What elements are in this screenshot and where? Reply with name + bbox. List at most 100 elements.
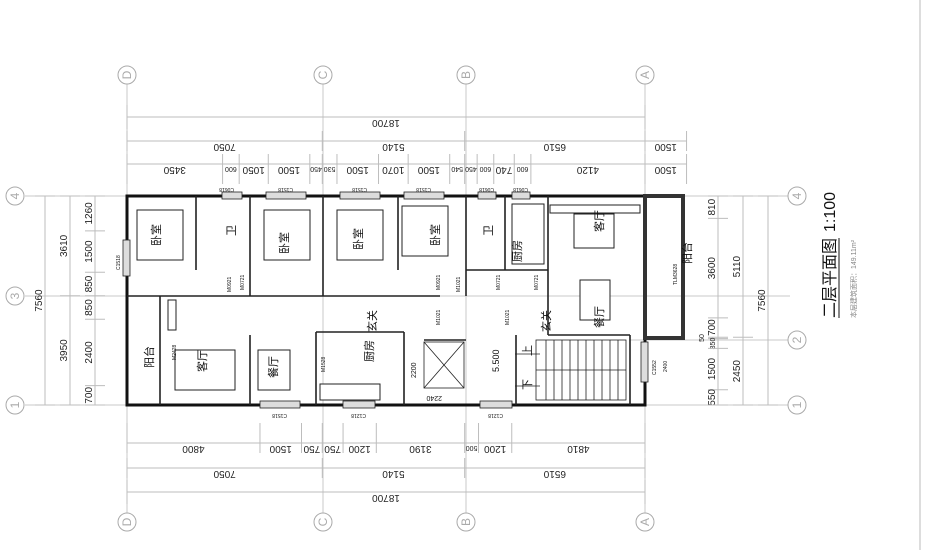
title-scale: 1:100 <box>822 192 839 232</box>
axis-3-left: 3 <box>5 286 25 306</box>
elevation-mark: 5.500 <box>491 349 501 372</box>
svg-text:2240: 2240 <box>426 394 442 401</box>
left-detail-dim-value: 1260 <box>84 202 95 225</box>
top-detail-dim-value: 530 <box>324 165 336 172</box>
axis-c-bottom: C <box>313 512 333 532</box>
room-kitchen: 厨房 <box>363 340 376 362</box>
room-foyer: 玄关 <box>365 310 379 332</box>
svg-text:M2428: M2428 <box>172 344 178 360</box>
bed <box>136 209 184 261</box>
svg-text:D: D <box>120 70 134 79</box>
axis-2-right: 2 <box>787 330 807 350</box>
svg-text:M0921: M0921 <box>436 274 442 290</box>
axis-4-right: 4 <box>787 186 807 206</box>
svg-text:M1021: M1021 <box>436 309 442 325</box>
top-detail-dim-value: 600 <box>225 165 237 172</box>
left-detail-dim-value: 850 <box>84 275 95 292</box>
room-dining: 餐厅 <box>266 356 280 378</box>
room-bedroom: 卧室 <box>428 224 442 246</box>
room-bath: 卫 <box>226 225 238 236</box>
bottom-total-dim-value: 18700 <box>372 492 400 503</box>
svg-text:M0721: M0721 <box>240 274 246 290</box>
top-detail-dim-value: 540 <box>451 165 463 172</box>
svg-text:4: 4 <box>8 192 22 199</box>
svg-text:C1518: C1518 <box>352 186 367 192</box>
axis-d-top: D <box>117 65 137 85</box>
top-mid-dim-value: 5140 <box>382 141 405 152</box>
svg-text:4: 4 <box>790 192 804 199</box>
bottom-detail-dim-value: 750 <box>303 443 320 454</box>
left-mid-dim-value: 3950 <box>59 339 70 362</box>
right-detail-dim-value: 550 <box>707 389 718 406</box>
axis-markers: D C B A D C B A 4 3 1 4 2 1 <box>5 65 807 532</box>
axis-a-top: A <box>635 65 655 85</box>
svg-text:M1528: M1528 <box>321 356 327 372</box>
top-detail-dim-value: 600 <box>480 165 492 172</box>
dining-table <box>579 279 611 321</box>
room-bath: 卫 <box>483 225 495 236</box>
svg-text:A: A <box>638 71 652 79</box>
sofa <box>573 213 615 249</box>
svg-text:C1218: C1218 <box>488 412 503 418</box>
svg-text:1: 1 <box>790 401 804 408</box>
svg-text:C1518: C1518 <box>416 186 431 192</box>
room-kitchen: 厨房 <box>511 240 524 262</box>
svg-text:M0721: M0721 <box>496 274 502 290</box>
bottom-detail-dim-value: 1200 <box>484 443 507 454</box>
right-detail-dim-value: 1500 <box>707 358 718 381</box>
room-bedroom: 卧室 <box>351 228 365 250</box>
svg-text:3: 3 <box>8 292 22 299</box>
room-living: 客厅 <box>592 210 606 232</box>
axis-a-bottom: A <box>635 512 655 532</box>
right-detail-dim-value: 350 <box>710 338 717 350</box>
right-mid-dim-value: 2450 <box>732 360 743 383</box>
bottom-mid-dim-value: 6510 <box>543 468 566 479</box>
stair-down: 下 <box>522 379 534 390</box>
top-detail-dim-value: 1500 <box>654 164 677 175</box>
opening-codes: C0618 C1518 C1518 C1518 C0618 C0618 C151… <box>116 186 679 418</box>
tv-cabinet <box>167 299 177 331</box>
left-detail-dim-value: 700 <box>84 387 95 404</box>
axis-b-bottom: B <box>456 512 476 532</box>
top-detail-dim-value: 1500 <box>346 164 369 175</box>
staircase <box>515 339 627 401</box>
svg-text:2400: 2400 <box>663 361 669 372</box>
top-mid-dim-value: 7050 <box>213 141 236 152</box>
svg-text:B: B <box>459 518 473 526</box>
svg-text:M1021: M1021 <box>505 309 511 325</box>
title-name: 二层平面图 <box>822 238 839 318</box>
svg-text:M0921: M0921 <box>227 276 233 292</box>
room-living: 客厅 <box>195 350 209 372</box>
right-detail-dim-value: 3600 <box>707 257 718 280</box>
axis-4-left: 4 <box>5 186 25 206</box>
svg-text:B: B <box>459 71 473 79</box>
room-bedroom: 卧室 <box>149 224 163 246</box>
top-detail-dim-value: 1050 <box>242 164 265 175</box>
bed <box>263 209 311 261</box>
svg-text:C1518: C1518 <box>116 255 122 270</box>
top-detail-dim-value: 1070 <box>382 164 405 175</box>
room-bedroom: 卧室 <box>277 232 291 254</box>
room-balcony: 阳台 <box>680 242 694 264</box>
sofa <box>174 349 236 391</box>
svg-text:C0618: C0618 <box>513 186 528 192</box>
svg-text:D: D <box>120 517 134 526</box>
stair-up: 上 <box>521 345 534 356</box>
svg-text:M0721: M0721 <box>534 274 540 290</box>
windows <box>122 191 649 409</box>
walls <box>125 194 685 407</box>
top-detail-dim-value: 740 <box>495 164 512 175</box>
right-detail-dim-value: 700 <box>707 319 718 336</box>
bottom-detail-dim-value: 4800 <box>182 443 205 454</box>
svg-text:C: C <box>316 70 330 79</box>
top-detail-dim-value: 450 <box>465 165 477 172</box>
top-detail-dim-value: 600 <box>517 165 529 172</box>
room-dining: 餐厅 <box>592 306 606 328</box>
top-mid-dim-value: 6510 <box>543 141 566 152</box>
bottom-detail-dim-value: 3190 <box>409 443 432 454</box>
svg-text:C0618: C0618 <box>219 186 234 192</box>
bottom-mid-dim-value: 7050 <box>213 468 236 479</box>
axis-1-right: 1 <box>787 395 807 415</box>
top-total-dim-value: 18700 <box>372 117 400 128</box>
